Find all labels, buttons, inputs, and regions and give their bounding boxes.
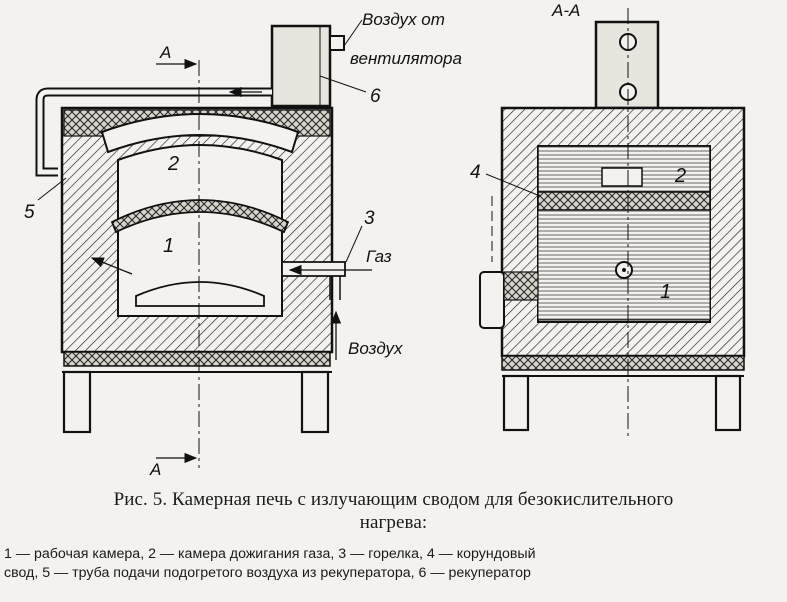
radiant-arch <box>110 199 290 234</box>
legend-line-1: 1 — рабочая камера, 2 — камера дожигания… <box>4 546 536 562</box>
air-from-fan-label-1: Воздух от <box>362 10 445 29</box>
caption-line-1: Рис. 5. Камерная печь с излучающим сводо… <box>113 489 674 510</box>
air-label: Воздух <box>348 339 403 358</box>
legend-line-2: свод, 5 — труба подачи подогретого возду… <box>4 565 531 581</box>
label-6: 6 <box>370 86 381 107</box>
corundum-arch-4 <box>537 191 711 211</box>
furnace-diagram: A A Воздух от вентилятора 6 2 1 3 Газ Во… <box>24 1 746 479</box>
recuperator-6 <box>270 24 332 108</box>
label-1-left: 1 <box>163 235 174 257</box>
label-4: 4 <box>470 162 481 183</box>
label-2-left: 2 <box>167 153 179 175</box>
burner-3 <box>281 261 346 277</box>
side-section-view <box>35 19 372 468</box>
section-mark-bottom: A <box>149 460 161 479</box>
section-mark-top: A <box>159 43 171 62</box>
caption-line-2: нагрева: <box>359 512 428 533</box>
cross-section-view-a-a <box>479 8 746 440</box>
gas-label: Газ <box>366 247 392 266</box>
label-5: 5 <box>24 202 35 223</box>
figure-caption: Рис. 5. Камерная печь с излучающим сводо… <box>0 488 787 534</box>
working-chamber-1 <box>117 144 283 317</box>
label-3: 3 <box>364 208 375 229</box>
section-title-a-a: A-A <box>551 1 580 20</box>
air-from-fan-label-2: вентилятора <box>350 49 462 68</box>
figure-legend: 1 — рабочая камера, 2 — камера дожигания… <box>4 545 787 583</box>
label-2-right: 2 <box>674 165 686 187</box>
label-1-right: 1 <box>660 281 671 303</box>
